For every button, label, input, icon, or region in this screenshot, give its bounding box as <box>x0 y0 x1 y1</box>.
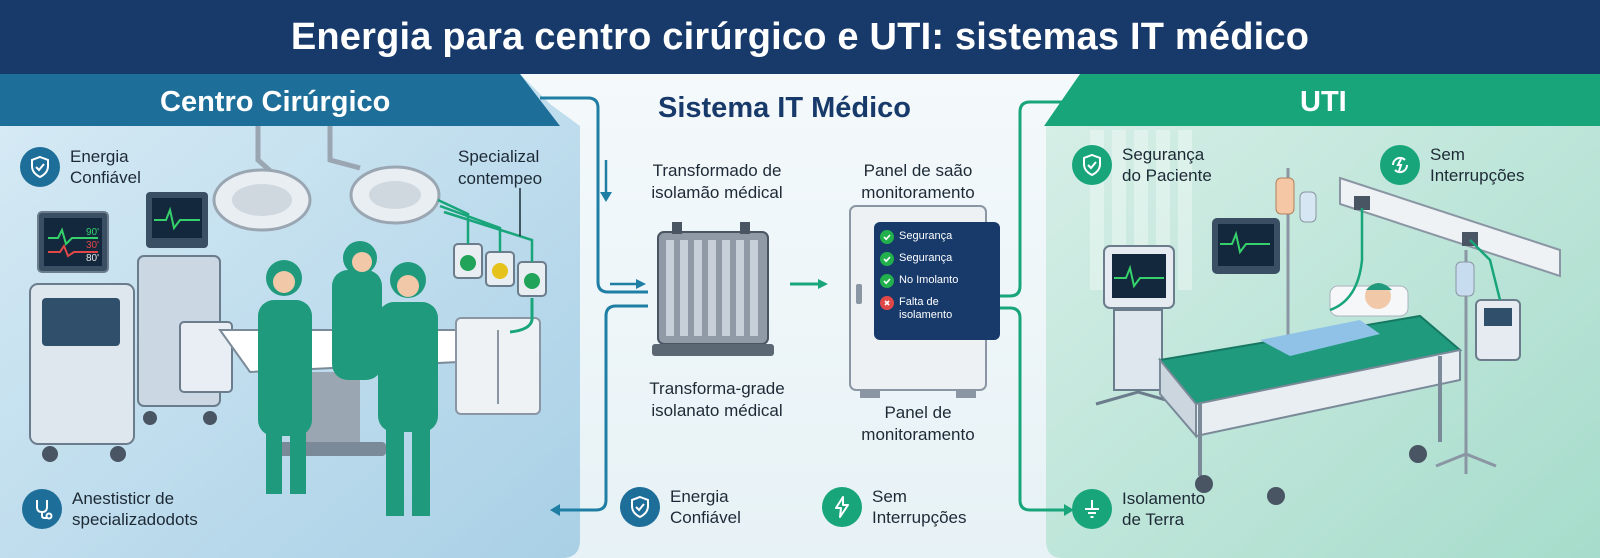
label-line-1: Transformado de <box>652 161 782 180</box>
outlet-label: Specializal contempeo <box>458 146 542 190</box>
badge-line-2: do Paciente <box>1122 166 1212 185</box>
check-icon <box>880 230 894 244</box>
label-line-1: Transforma-grade <box>649 379 785 398</box>
badge-line-2: specializadodots <box>72 510 198 529</box>
panel-bottom-label: Panel de monitoramento <box>834 402 1002 446</box>
transformer-top-label: Transformado de isolamão médical <box>632 160 802 204</box>
transformer-bottom-label: Transforma-grade isolanato médical <box>632 378 802 422</box>
badge-line-1: Sem <box>872 487 907 506</box>
shield-check-icon <box>1072 145 1112 185</box>
label-line-2: monitoramento <box>861 425 975 444</box>
shield-check-icon <box>620 487 660 527</box>
monitor-readout: 90' 30' 80' <box>86 226 99 265</box>
badge-line-1: Segurança <box>1122 145 1205 164</box>
badge-line-2: Confiável <box>70 168 141 187</box>
page-title: Energia para centro cirúrgico e UTI: sis… <box>290 15 1310 58</box>
badge-line-2: Interrupções <box>1430 166 1525 185</box>
status-item-text: Segurança <box>899 230 953 242</box>
status-item-text: Segurança <box>899 252 953 264</box>
status-item: No Imolanto <box>880 274 994 288</box>
surgery-header-band <box>0 74 560 126</box>
flow-line-right-top <box>988 100 1072 298</box>
status-item-text: No Imolanto <box>899 274 959 286</box>
monitor-value-2: 30' <box>86 240 100 251</box>
lightning-icon <box>822 487 862 527</box>
shield-check-icon <box>20 147 60 187</box>
status-item: Segurança <box>880 230 994 244</box>
stethoscope-icon <box>22 489 62 529</box>
icu-zone <box>1046 74 1600 558</box>
badge-line-2: de Terra <box>1122 510 1185 529</box>
status-item-text: Falta de isolamento <box>899 296 953 321</box>
icu-badge-ground-isolation: Isolamento de Terra <box>1072 488 1205 530</box>
icu-badge-patient-safety: Segurança do Paciente <box>1072 144 1212 186</box>
icu-header-band <box>1044 74 1600 126</box>
badge-line-1: Energia <box>70 147 129 166</box>
label-line-1: Panel de saão <box>863 161 973 180</box>
panel-top-label: Panel de saão monitoramento <box>834 160 1002 204</box>
outlet-label-line-2: contempeo <box>458 169 543 188</box>
flow-line-bottom <box>560 304 648 512</box>
check-icon <box>880 252 894 266</box>
surgery-illustration <box>29 126 547 516</box>
check-icon <box>880 274 894 288</box>
badge-line-1: Energia <box>670 487 729 506</box>
icu-section-title: UTI <box>1300 86 1347 118</box>
title-bar: Energia para centro cirúrgico e UTI: sis… <box>0 0 1600 74</box>
transformer-illustration <box>652 222 774 356</box>
label-line-2: isolanato médical <box>651 401 783 420</box>
badge-line-1: Sem <box>1430 145 1465 164</box>
badge-line-2: Interrupções <box>872 508 967 527</box>
status-item: Segurança <box>880 252 994 266</box>
surgery-badge-anesthesia: Anestisticr de specializadodots <box>22 488 198 530</box>
power-cycle-icon <box>1380 145 1420 185</box>
label-line-1: Panel de <box>884 403 952 422</box>
monitor-value-1: 90' <box>86 227 100 238</box>
monitoring-status-list: Segurança Segurança No Imolanto Falta de… <box>874 222 1000 340</box>
ground-icon <box>1072 489 1112 529</box>
badge-line-2: Confiável <box>670 508 741 527</box>
flow-line-right-bottom <box>988 306 1066 512</box>
surgery-section-title: Centro Cirúrgico <box>160 86 391 118</box>
monitor-value-3: 80' <box>86 253 100 264</box>
badge-line-1: Anestisticr de <box>72 489 175 508</box>
outlet-label-line-1: Specializal <box>458 147 540 166</box>
label-line-2: isolamão médical <box>651 183 783 202</box>
flow-line-top <box>540 96 648 294</box>
it-section-title: Sistema IT Médico <box>658 92 912 124</box>
label-line-2: monitoramento <box>861 183 975 202</box>
status-item: Falta de isolamento <box>880 296 994 322</box>
x-icon <box>880 296 894 310</box>
icu-illustration <box>1095 168 1561 505</box>
badge-line-1: Isolamento <box>1122 489 1206 508</box>
